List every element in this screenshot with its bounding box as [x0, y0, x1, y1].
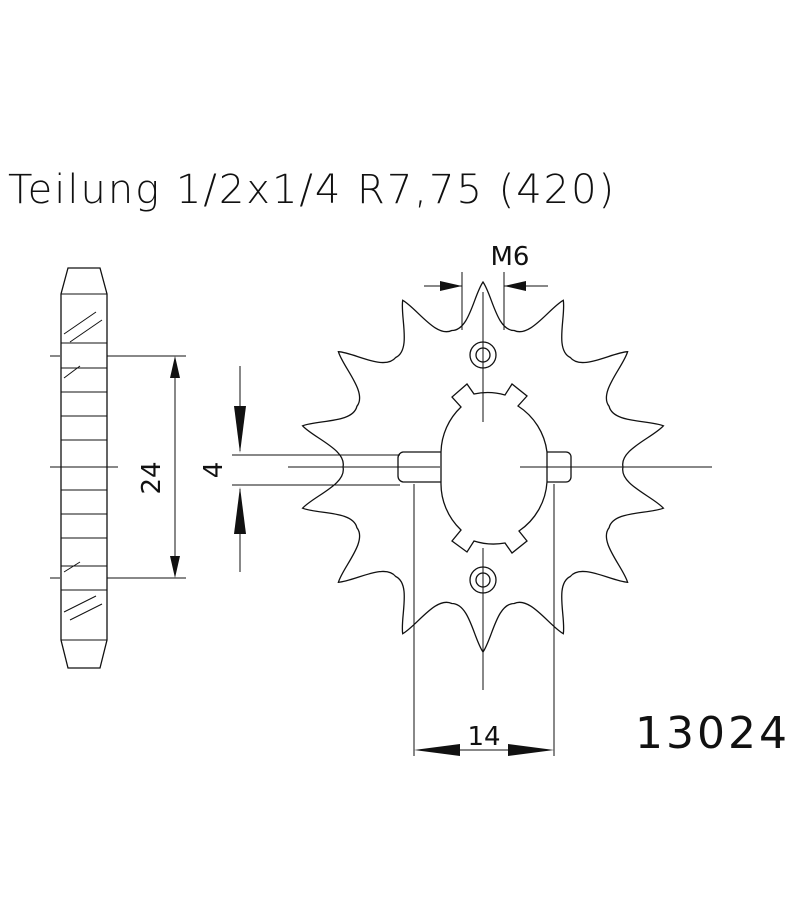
dimension-flat-width: 14: [413, 484, 555, 756]
flat-width-label: 14: [467, 722, 500, 752]
splined-bore: [440, 383, 548, 554]
hub-height-label: 24: [137, 461, 167, 494]
left-key-flat: [397, 451, 441, 483]
upper-bolt-hole: [469, 341, 497, 369]
thread-label: M6: [491, 242, 530, 272]
pitch-title: Teilung 1/2x1/4 R7,75 (420): [8, 167, 616, 213]
right-key-flat: [547, 451, 572, 483]
side-profile-outline: [60, 267, 108, 669]
key-width-label: 4: [199, 462, 229, 479]
lower-bolt-hole: [469, 566, 497, 594]
dimension-thread: M6: [424, 242, 548, 330]
dimension-hub-height: 24: [107, 355, 186, 579]
side-profile-view: [50, 267, 118, 669]
part-number: 13024: [635, 708, 790, 759]
dimension-key-width: 4: [199, 366, 400, 572]
sprocket-front-view: [288, 280, 712, 690]
